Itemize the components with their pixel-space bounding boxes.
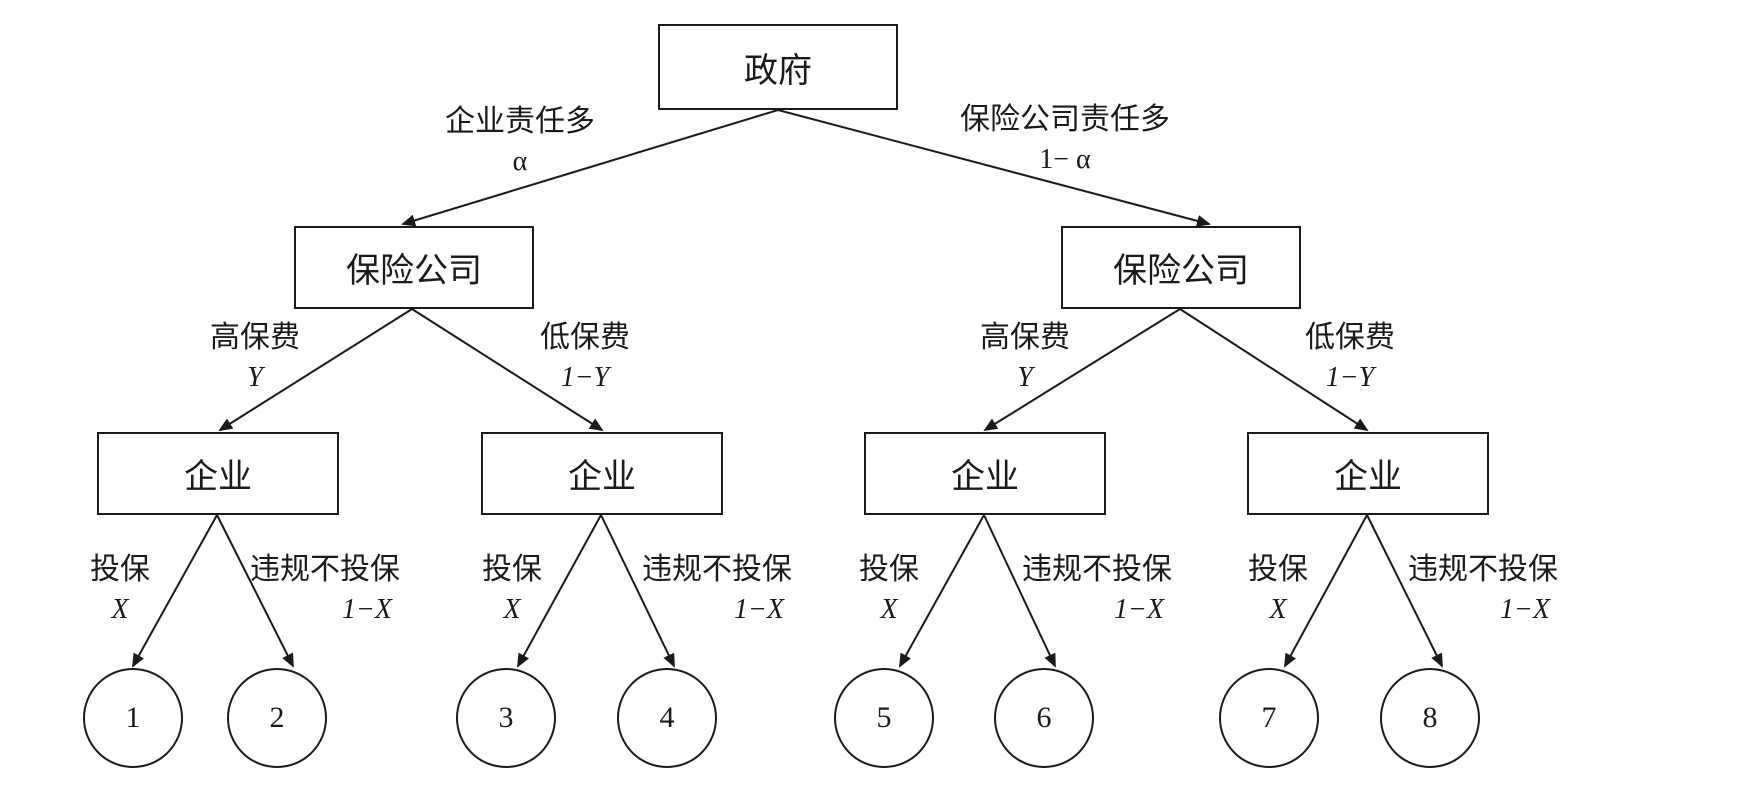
gov-right-label: 保险公司责任多 1− α [945, 100, 1185, 180]
probability-label: X [1269, 594, 1287, 625]
edge-firm4-insure [1284, 514, 1368, 668]
outcome-node-8: 8 [1380, 668, 1480, 768]
action-label: 违规不投保 [1408, 552, 1558, 587]
probability-label: 1−Y [560, 362, 610, 393]
insurer-node-right: 保险公司 [1061, 226, 1301, 309]
firm-node-4: 企业 [1247, 432, 1489, 515]
edge-firm2-violate [600, 514, 675, 668]
action-label: 保险公司责任多 [960, 102, 1170, 137]
action-label: 低保费 [1305, 320, 1395, 355]
probability-label: 1−X [1500, 594, 1550, 625]
action-label: 违规不投保 [250, 552, 400, 587]
action-label: 低保费 [540, 320, 630, 355]
edge-firm1-insure [132, 514, 218, 668]
action-label: 高保费 [210, 320, 300, 355]
outcome-node-7: 7 [1219, 668, 1319, 768]
firm2-insure-label: 投保 X [472, 550, 552, 630]
probability-label: X [880, 594, 898, 625]
ins1-high-label: 高保费 Y [195, 318, 315, 398]
edge-ins1-high [218, 308, 413, 432]
probability-label: 1− α [1039, 144, 1091, 175]
outcome-node-5: 5 [834, 668, 934, 768]
edge-ins2-high [983, 308, 1181, 432]
firm4-violate-label: 违规不投保 1−X [1398, 550, 1568, 630]
probability-label: Y [247, 362, 263, 393]
firm-node-1: 企业 [97, 432, 339, 515]
ins1-low-label: 低保费 1−Y [525, 318, 645, 398]
firm2-violate-label: 违规不投保 1−X [632, 550, 802, 630]
outcome-node-1: 1 [83, 668, 183, 768]
probability-label: X [503, 594, 521, 625]
action-label: 投保 [859, 552, 919, 587]
probability-label: 1−X [342, 594, 392, 625]
action-label: 投保 [90, 552, 150, 587]
firm-node-2: 企业 [481, 432, 723, 515]
probability-label: Y [1017, 362, 1033, 393]
edge-gov-left [401, 109, 779, 227]
action-label: 企业责任多 [445, 104, 595, 139]
firm3-insure-label: 投保 X [849, 550, 929, 630]
firm1-insure-label: 投保 X [80, 550, 160, 630]
ins2-low-label: 低保费 1−Y [1290, 318, 1410, 398]
action-label: 投保 [482, 552, 542, 587]
edge-firm3-violate [983, 514, 1056, 668]
probability-label: 1−X [734, 594, 784, 625]
action-label: 违规不投保 [1022, 552, 1172, 587]
outcome-node-3: 3 [456, 668, 556, 768]
firm-node-3: 企业 [864, 432, 1106, 515]
outcome-node-2: 2 [227, 668, 327, 768]
edge-firm3-insure [899, 514, 985, 668]
edge-gov-right [777, 109, 1211, 227]
outcome-node-4: 4 [617, 668, 717, 768]
action-label: 违规不投保 [642, 552, 792, 587]
probability-label: 1−X [1114, 594, 1164, 625]
action-label: 投保 [1248, 552, 1308, 587]
probability-label: α [512, 146, 528, 177]
ins2-high-label: 高保费 Y [965, 318, 1085, 398]
action-label: 高保费 [980, 320, 1070, 355]
probability-label: X [111, 594, 129, 625]
gov-left-label: 企业责任多 α [420, 102, 620, 182]
probability-label: 1−Y [1325, 362, 1375, 393]
edge-ins1-low [411, 308, 604, 432]
outcome-node-6: 6 [994, 668, 1094, 768]
edge-ins2-low [1179, 308, 1369, 432]
government-node: 政府 [658, 24, 898, 110]
insurer-node-left: 保险公司 [294, 226, 534, 309]
edge-firm2-insure [517, 514, 602, 668]
firm3-violate-label: 违规不投保 1−X [1012, 550, 1182, 630]
firm1-violate-label: 违规不投保 1−X [240, 550, 410, 630]
edge-firm1-violate [216, 514, 294, 668]
firm4-insure-label: 投保 X [1238, 550, 1318, 630]
edge-firm4-violate [1366, 514, 1443, 668]
